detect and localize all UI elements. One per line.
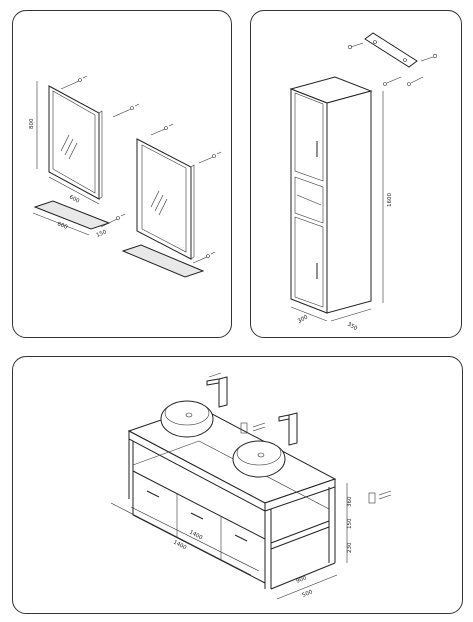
cabinet-diagram: 1600 300 350 xyxy=(289,32,438,333)
vanity-depth-dim-line xyxy=(276,574,338,600)
cabinet-depth-dim-line xyxy=(290,306,328,322)
shelf-width-dim-line xyxy=(32,212,90,236)
mirror-width-label: 600 xyxy=(68,194,81,204)
vanity-h1-label: 360 xyxy=(347,496,353,507)
cabinet-width-dim-line xyxy=(330,308,372,322)
mirror-diagram: 800 600 600 150 xyxy=(29,75,222,278)
mirror-right-screws xyxy=(150,123,222,264)
shelf-depth-label: 150 xyxy=(96,229,108,239)
vanity-basin-right xyxy=(232,440,286,478)
mirror-assembly-panel: 800 600 600 150 xyxy=(12,10,232,338)
vanity-depth-label: 500 xyxy=(302,589,314,599)
wall-bracket xyxy=(347,32,438,86)
vanity-leg-label: 900 xyxy=(296,575,308,585)
vanity-length-dim-line xyxy=(110,502,252,576)
cabinet-body xyxy=(289,76,373,314)
vanity-h3-label: 230 xyxy=(347,542,353,553)
cabinet-height-label: 1600 xyxy=(387,193,393,207)
vanity-h2-label: 150 xyxy=(347,518,353,529)
shelf-right xyxy=(121,244,205,278)
mirror-left-screws xyxy=(60,75,140,228)
mirror-width-dim-line xyxy=(48,176,100,205)
mirror-right xyxy=(136,138,195,260)
vanity-basin-left xyxy=(160,400,214,438)
mirror-left xyxy=(48,85,103,200)
double-vanity-panel: 1400 1400 500 900 360 150 230 xyxy=(12,356,463,614)
vanity-diagram: 1400 1400 500 900 360 150 230 xyxy=(110,372,392,600)
cabinet-depth-label: 300 xyxy=(297,314,310,325)
vanity-width-dim-line xyxy=(130,506,260,572)
faucet-left xyxy=(206,372,228,408)
cabinet-width-label: 350 xyxy=(346,322,359,333)
faucet-right xyxy=(278,412,298,446)
tall-cabinet-panel: 1600 300 350 xyxy=(250,10,462,338)
drain-fittings xyxy=(240,422,392,504)
shelf-left xyxy=(33,200,111,230)
vanity-drawers xyxy=(132,440,330,584)
mirror-height-label: 800 xyxy=(29,118,35,129)
shelf-width-label: 600 xyxy=(56,221,68,231)
